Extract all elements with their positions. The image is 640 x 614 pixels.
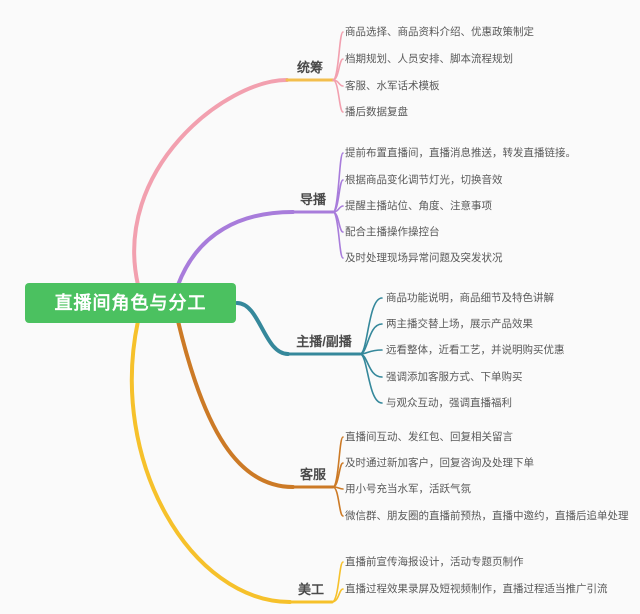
leaf-connectors-zhubo [359, 297, 383, 404]
leaf-topic[interactable]: 商品选择、商品资料介绍、优惠政策制定 [345, 26, 534, 38]
leaf-connectors-kefu [332, 436, 344, 517]
leaf-topic[interactable]: 直播间互动、发红包、回复相关留言 [345, 431, 513, 443]
leaf-topic[interactable]: 与观众互动，强调直播福利 [386, 397, 512, 409]
leaf-topic[interactable]: 用小号充当水军，活跃气氛 [345, 483, 471, 495]
branch-curve-zhubo [235, 301, 290, 356]
leaf-topic[interactable]: 配合主播操作操控台 [345, 226, 440, 238]
leaf-topic[interactable]: 强调添加客服方式、下单购买 [386, 371, 523, 383]
leaf-topic[interactable]: 商品功能说明，商品细节及特色讲解 [386, 292, 554, 304]
leaf-topic[interactable]: 直播过程效果录屏及短视频制作，直播过程适当推广引流 [345, 583, 608, 595]
leaf-connectors-tongchou [332, 31, 344, 113]
leaf-topic[interactable]: 远看整体，近看工艺，并说明购买优惠 [386, 344, 565, 356]
branch-node-daobo[interactable]: 导播 [299, 192, 326, 207]
leaf-topic[interactable]: 直播前宣传海报设计，活动专题页制作 [345, 556, 524, 568]
branch-curve-meigong [129, 319, 292, 604]
leaf-topic[interactable]: 微信群、朋友圈的直播前预热，直播中邀约，直播后追单处理 [345, 510, 629, 522]
leaf-topic[interactable]: 提前布置直播间，直播消息推送，转发直播链接。 [345, 147, 576, 159]
leaf-topic[interactable]: 及时通过新加客户，回复咨询及处理下单 [345, 457, 534, 469]
branch-node-kefu[interactable]: 客服 [299, 467, 326, 482]
leaf-topic[interactable]: 及时处理现场异常问题及突发状况 [345, 252, 503, 264]
central-topic[interactable]: 直播间角色与分工 [25, 283, 236, 323]
branch-node-tongchou[interactable]: 统筹 [296, 60, 323, 75]
leaf-topic[interactable]: 提醒主播站位、角度、注意事项 [345, 200, 492, 212]
leaf-topic[interactable]: 播后数据复盘 [345, 106, 408, 118]
leaf-topic[interactable]: 两主播交替上场，展示产品效果 [386, 318, 533, 330]
leaf-topic[interactable]: 根据商品变化调节灯光，切换音效 [345, 174, 503, 186]
branch-node-zhubo[interactable]: 主播/副播 [296, 334, 352, 349]
branch-curve-kefu [176, 319, 295, 489]
branch-curve-daobo [176, 210, 295, 287]
branch-curve-tongchou [132, 78, 289, 287]
leaf-connectors-daobo [332, 152, 344, 259]
leaf-topic[interactable]: 档期规划、人员安排、脚本流程规划 [345, 53, 513, 65]
leaf-topic[interactable]: 客服、水军话术模板 [345, 80, 440, 92]
leaf-connectors-meigong [331, 561, 344, 603]
branch-node-meigong[interactable]: 美工 [297, 582, 324, 597]
